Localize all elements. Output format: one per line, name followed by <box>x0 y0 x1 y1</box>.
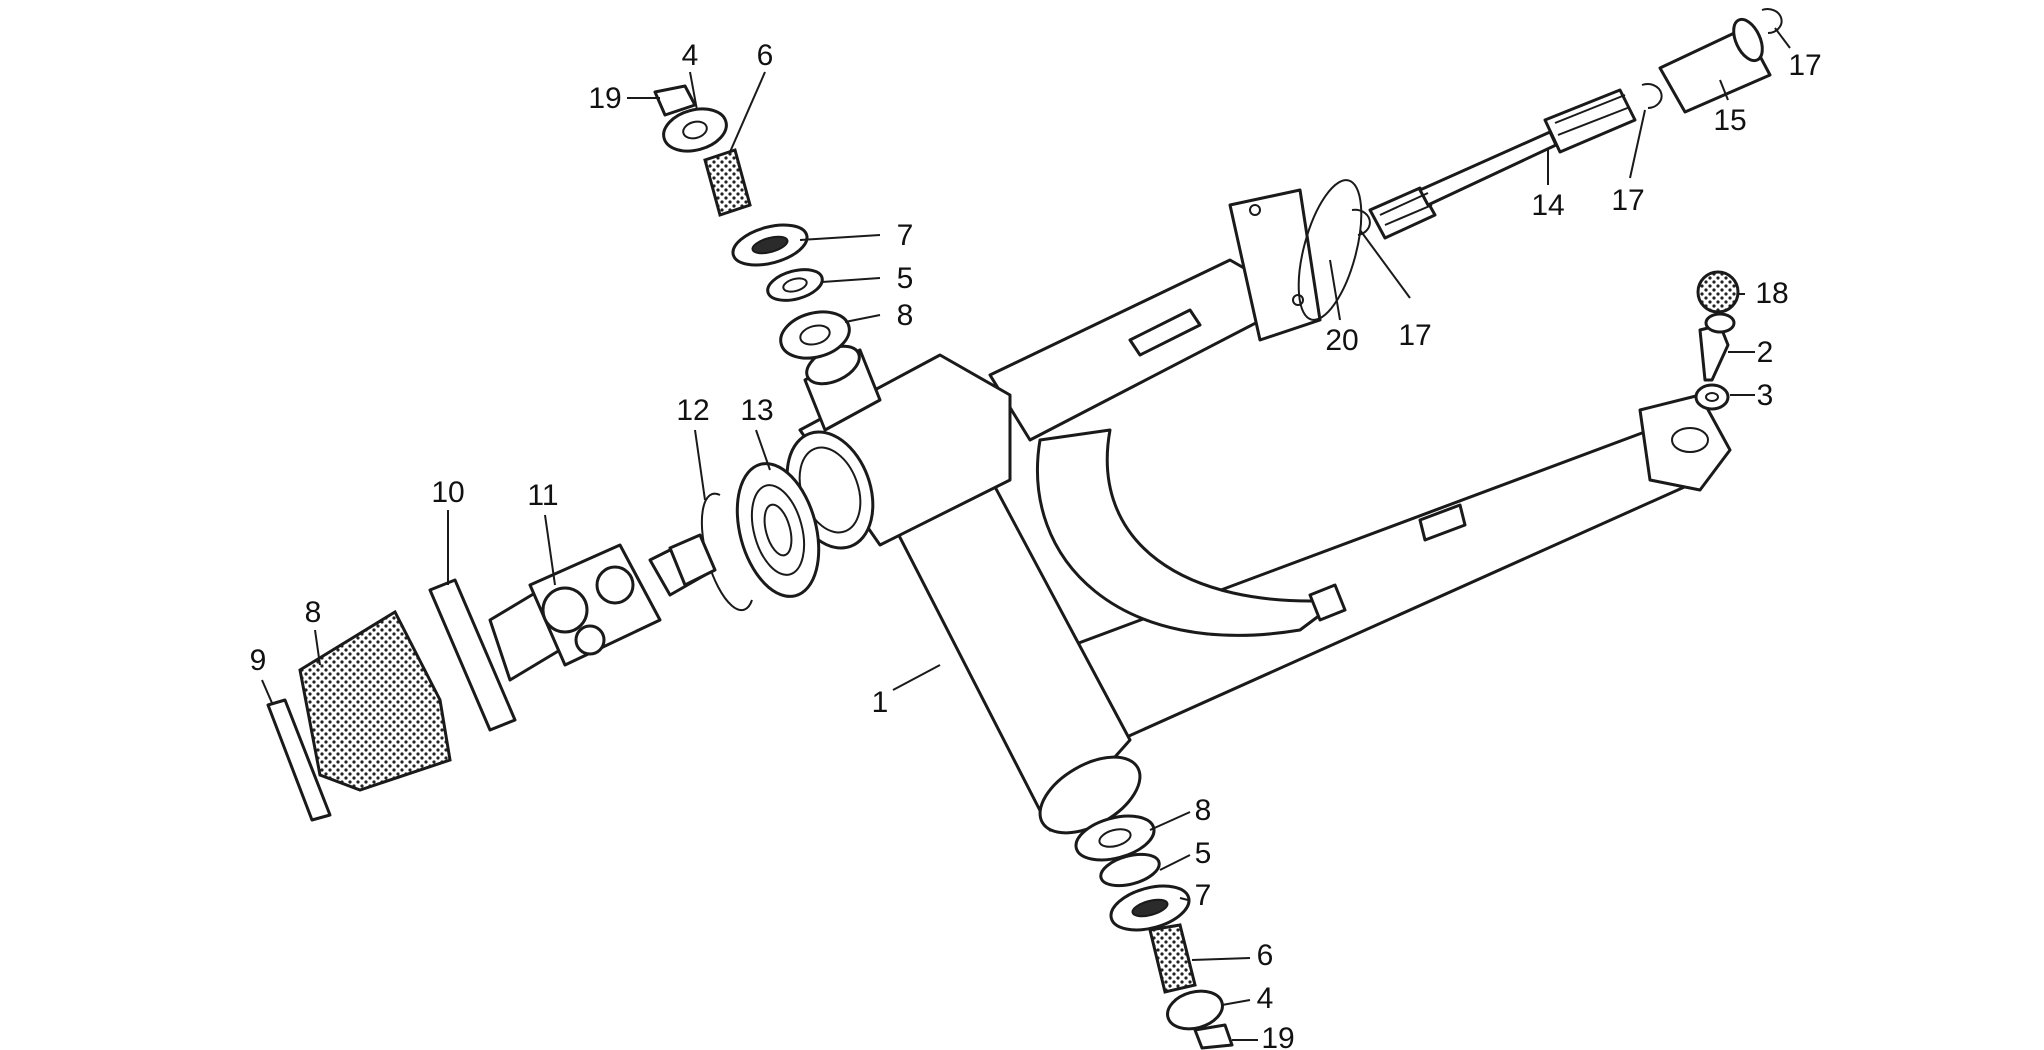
washer <box>1694 383 1730 411</box>
callout-4-top: 4 <box>682 39 699 72</box>
callout-20: 20 <box>1325 324 1358 357</box>
top-pivot-stack <box>653 84 851 360</box>
callout-7-bottom: 7 <box>1195 879 1212 912</box>
ring-top <box>766 268 824 302</box>
nut-top <box>662 107 728 153</box>
callout-8-bottom: 8 <box>1195 794 1212 827</box>
bolt <box>1698 323 1730 382</box>
callout-17-mid: 17 <box>1398 319 1431 352</box>
hose-clamp <box>266 698 332 822</box>
callout-3: 3 <box>1757 379 1774 412</box>
circlip-3 <box>1761 8 1783 34</box>
leader-lines <box>261 27 1791 1041</box>
callout-5-bottom: 5 <box>1195 837 1212 870</box>
front-bearing <box>735 462 821 598</box>
pivot-pin-bottom <box>1148 923 1197 994</box>
retaining-plate <box>428 578 517 732</box>
callout-19-top: 19 <box>588 82 621 115</box>
callout-4-bottom: 4 <box>1257 982 1274 1015</box>
rubber-cap <box>1696 270 1740 314</box>
callout-2: 2 <box>1757 336 1774 369</box>
o-ring <box>1297 179 1363 321</box>
callout-9: 8 <box>305 596 322 629</box>
callout-5-top: 5 <box>897 262 914 295</box>
callout-17-right: 17 <box>1611 184 1644 217</box>
callout-17-top: 17 <box>1788 49 1821 82</box>
nut-bottom <box>1166 989 1224 1031</box>
pivot-pin-top <box>703 148 752 217</box>
drive-shaft-assembly <box>1297 8 1783 321</box>
cap-nut-top <box>653 84 697 117</box>
callout-14: 13 <box>740 394 773 427</box>
callout-15: 14 <box>1531 189 1564 222</box>
callout-6-top: 6 <box>757 39 774 72</box>
callout-12: 11 <box>527 479 558 512</box>
callout-18: 18 <box>1755 277 1788 310</box>
callout-6-bottom: 6 <box>1257 939 1274 972</box>
callout-10: 9 <box>250 644 267 677</box>
callout-13: 12 <box>676 394 709 427</box>
callout-1: 1 <box>872 686 889 719</box>
rubber-boot <box>298 609 452 792</box>
callout-8-top: 8 <box>897 299 914 332</box>
ring-bottom <box>1099 852 1161 888</box>
bearing-top <box>779 310 851 360</box>
circlip-2 <box>1641 83 1663 109</box>
right-end-parts <box>1694 270 1740 411</box>
callout-16: 15 <box>1713 104 1746 137</box>
bottom-pivot-stack <box>1074 814 1234 1050</box>
callout-19-bottom: 19 <box>1261 1022 1294 1050</box>
callout-7-top: 7 <box>897 219 914 252</box>
callout-labels: 4 6 19 7 5 8 20 17 14 17 15 17 18 2 3 1 … <box>250 39 1822 1050</box>
callout-11: 10 <box>431 476 464 509</box>
cap-nut-bottom <box>1193 1023 1234 1050</box>
swingarm-frame <box>785 188 1732 835</box>
front-assembly <box>266 462 821 822</box>
